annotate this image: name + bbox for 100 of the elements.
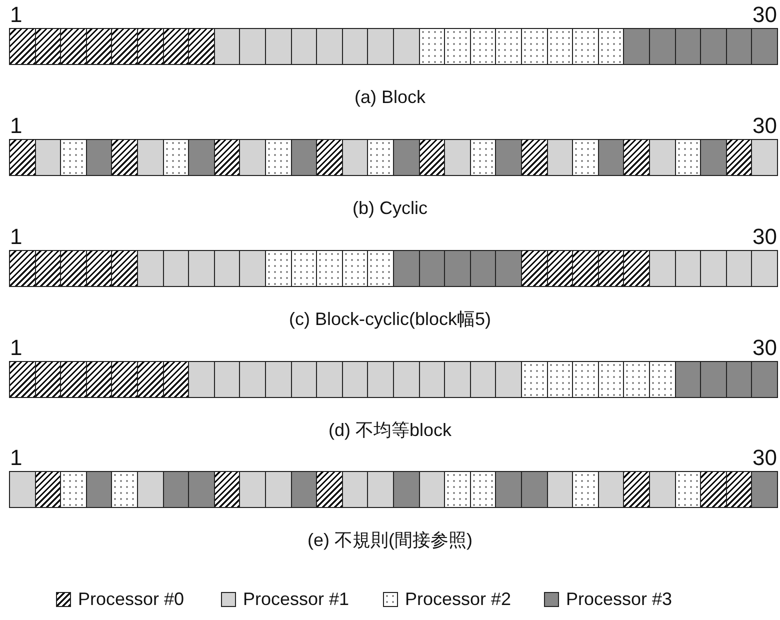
array-cell [265, 139, 292, 176]
array-cell [418, 361, 446, 398]
array-cell [444, 471, 471, 508]
index-label: 30 [752, 4, 777, 26]
array-cell [214, 471, 240, 508]
index-label: 1 [10, 447, 22, 469]
array-cell [751, 250, 778, 287]
array-cell [470, 139, 496, 176]
index-label: 30 [752, 337, 777, 359]
array-cell [649, 139, 676, 176]
array-cell [316, 250, 343, 287]
array-cell [137, 139, 164, 176]
array-cell [111, 361, 138, 398]
array-cell [111, 250, 138, 287]
array-cell [598, 250, 624, 287]
array-cell [418, 250, 446, 287]
array-cell [34, 28, 62, 65]
array-cell [598, 28, 624, 65]
array-cell [316, 471, 343, 508]
array-cell [470, 361, 496, 398]
array-cell [9, 139, 36, 176]
index-label: 1 [10, 4, 22, 26]
array-cell [649, 28, 676, 65]
array-cell [572, 250, 599, 287]
array-cell [521, 361, 548, 398]
array-cell [546, 28, 574, 65]
legend-label: Processor #3 [566, 590, 672, 608]
array-cell [342, 361, 368, 398]
index-label: 1 [10, 226, 22, 248]
array-cell [470, 471, 496, 508]
array-cell [572, 139, 599, 176]
array-cell [290, 250, 318, 287]
array-cell [34, 139, 62, 176]
array-cell [751, 471, 778, 508]
array-cell [700, 28, 727, 65]
array-cell [444, 250, 471, 287]
array-cell [674, 250, 702, 287]
array-cell [393, 250, 420, 287]
array-cell [265, 361, 292, 398]
array-cell [86, 361, 112, 398]
array-cell [162, 361, 190, 398]
array-cell [726, 139, 752, 176]
array-cell [598, 361, 624, 398]
array-cell [470, 250, 496, 287]
caption: (e) 不規則(間接参照) [308, 531, 472, 549]
array-cell [367, 471, 394, 508]
array-cell [546, 250, 574, 287]
array-cell [34, 250, 62, 287]
array-cell [316, 139, 343, 176]
array-cell [572, 361, 599, 398]
array-cell [521, 250, 548, 287]
array-cell [214, 139, 240, 176]
array-cell [86, 28, 112, 65]
array-cell [239, 361, 266, 398]
array-cell [60, 471, 87, 508]
array-cell [700, 471, 727, 508]
array-cell [444, 139, 471, 176]
array-cell [444, 28, 471, 65]
array-cell [726, 28, 752, 65]
array-cell [546, 139, 574, 176]
array-cell [393, 28, 420, 65]
array-cell [572, 28, 599, 65]
array-cell [674, 471, 702, 508]
array-cell [34, 471, 62, 508]
array-cell [367, 139, 394, 176]
array-cell [316, 361, 343, 398]
array-cell [751, 28, 778, 65]
array-cell [623, 139, 650, 176]
array-cell [418, 28, 446, 65]
array-cell [188, 250, 215, 287]
array-cell [265, 471, 292, 508]
legend-label: Processor #2 [405, 590, 512, 608]
array-cell [623, 361, 650, 398]
array-cell [342, 471, 368, 508]
array-cell [495, 471, 522, 508]
array-cell [239, 471, 266, 508]
array-cell [137, 250, 164, 287]
array-cell [188, 361, 215, 398]
array-cell [188, 28, 215, 65]
array-cell [367, 250, 394, 287]
array-cell [290, 28, 318, 65]
array-cell [111, 471, 138, 508]
index-label: 30 [752, 226, 777, 248]
array-cell [316, 28, 343, 65]
array-cell [60, 28, 87, 65]
caption: (d) 不均等block [328, 421, 452, 439]
index-label: 1 [10, 115, 22, 137]
array-cell [9, 361, 36, 398]
array-cell [342, 250, 368, 287]
array-cell [265, 28, 292, 65]
array-cell [86, 139, 112, 176]
caption: (b) Cyclic [352, 199, 428, 217]
array-cell [9, 28, 36, 65]
array-cell [214, 361, 240, 398]
array-cell [86, 250, 112, 287]
array-cell [239, 28, 266, 65]
array-cell [9, 250, 36, 287]
array-cell [546, 361, 574, 398]
index-label: 30 [752, 115, 777, 137]
array-cell [60, 250, 87, 287]
